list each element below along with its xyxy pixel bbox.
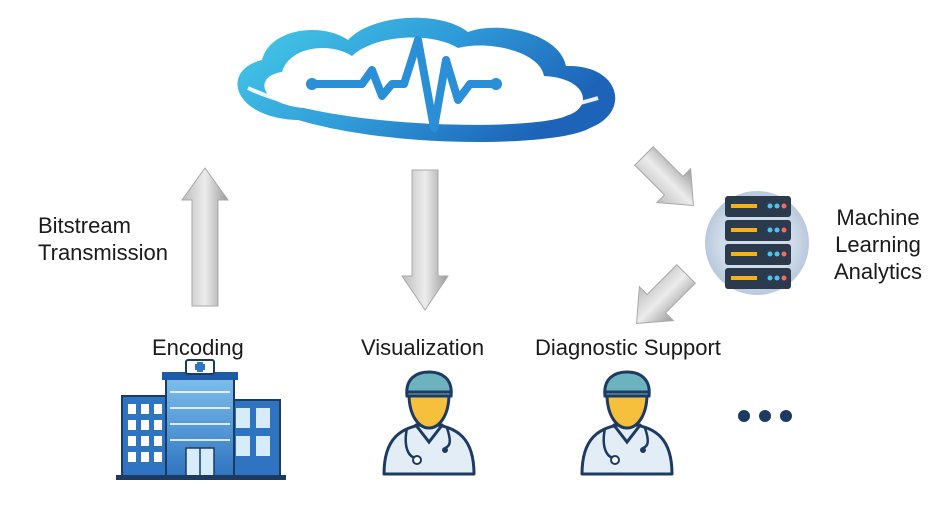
machine-learning-analytics-label: Machine Learning Analytics: [818, 204, 938, 285]
ellipsis-icon: [738, 410, 792, 422]
to-analytics-arrow: [634, 146, 694, 206]
bitstream-transmission-label: Bitstream Transmission: [38, 212, 168, 266]
to-diagnostic-arrow: [636, 264, 696, 324]
ml-label-line2: Learning: [835, 232, 921, 257]
diagnostic-support-label: Diagnostic Support: [535, 335, 721, 360]
hospital-building-icon: [116, 359, 286, 480]
upload-arrow: [181, 167, 229, 307]
visualization-label: Visualization: [361, 335, 485, 360]
doctor-avatar-icon: [580, 370, 674, 476]
ml-label-line1: Machine: [836, 205, 920, 230]
server-rack-icon: [705, 191, 809, 295]
ml-label-line3: Analytics: [833, 259, 923, 284]
cloud-ecg-icon: [237, 17, 616, 143]
doctor-avatar-icon: [382, 370, 476, 476]
download-arrow: [401, 169, 449, 311]
encoding-label: Encoding: [152, 335, 244, 360]
bitstream-label-line2: Transmission: [38, 240, 168, 265]
bitstream-label-line1: Bitstream: [38, 213, 131, 238]
